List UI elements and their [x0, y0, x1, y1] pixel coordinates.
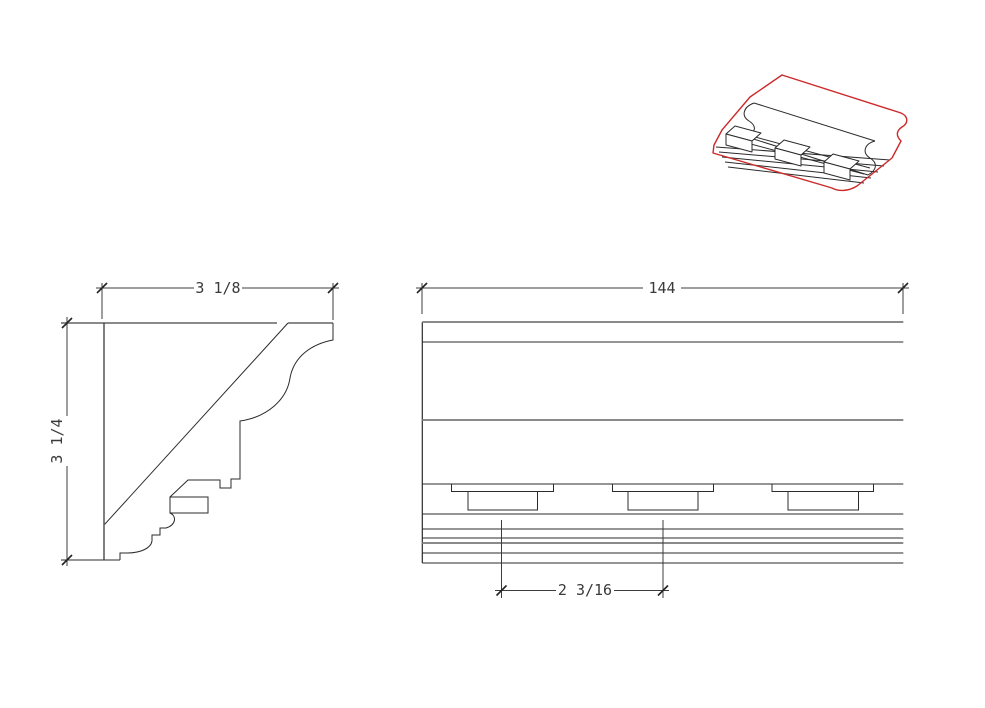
profile-height-dimension: 3 1/4	[48, 317, 73, 566]
profile-height-label: 3 1/4	[48, 418, 66, 463]
dentil-spacing-dimension: 2 3/16	[495, 520, 669, 599]
profile-face-upper	[169, 323, 334, 498]
profile-dentil-block	[169, 496, 209, 514]
elevation-length-label: 144	[648, 279, 675, 297]
elevation-view: 144 2 3/16	[416, 279, 909, 599]
profile-width-dimension: 3 1/8	[96, 279, 339, 320]
elevation-dentil-2	[612, 484, 714, 511]
elevation-dentil-3	[771, 484, 874, 511]
elevation-length-dimension: 144	[416, 279, 909, 314]
iso-dentil-2	[774, 139, 811, 167]
profile-view: 3 1/8 3 1/4	[48, 279, 339, 566]
profile-diagonal	[104, 322, 289, 525]
dentil-spacing-label: 2 3/16	[558, 581, 612, 599]
iso-dentil-1	[725, 125, 762, 153]
iso-red-outline	[712, 74, 908, 192]
profile-face-lower	[119, 512, 175, 560]
isometric-view	[712, 74, 908, 192]
profile-width-label: 3 1/8	[195, 279, 240, 297]
iso-right-cyma	[864, 140, 876, 176]
iso-dentil-3	[823, 153, 860, 181]
iso-top-front-edge	[753, 102, 876, 142]
elevation-dentil-1	[451, 484, 554, 511]
